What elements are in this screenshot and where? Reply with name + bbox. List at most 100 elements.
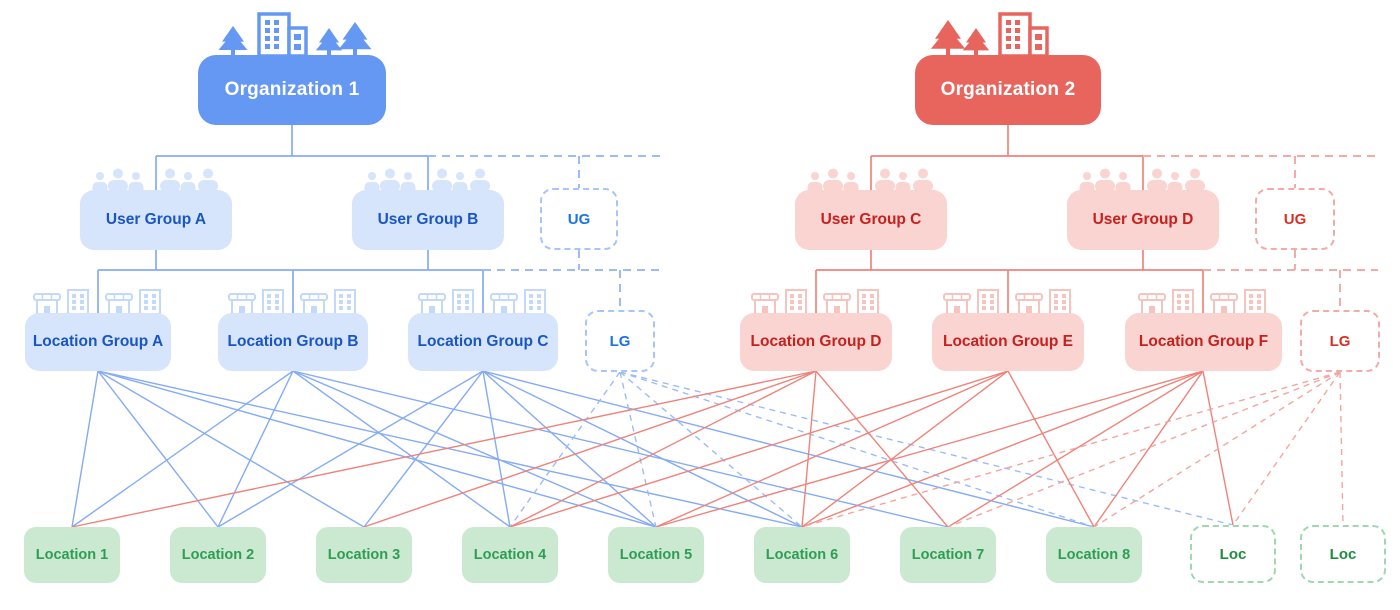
connector-line (71, 370, 817, 528)
connector-line (1339, 371, 1344, 526)
connector-line (292, 370, 657, 528)
connector-line (655, 370, 1009, 528)
organization-1-label: Organization 1 (224, 79, 360, 100)
location-placeholder-label: Loc (1219, 545, 1247, 563)
user-group-a-label: User Group A (105, 211, 207, 228)
storefront-icon (938, 289, 1078, 314)
user-group-d-box: User Group D (1067, 190, 1219, 250)
connector-line (217, 370, 484, 528)
location-7-label: Location 7 (911, 547, 985, 563)
location-7-box: Location 7 (900, 527, 996, 583)
connector-line (97, 370, 219, 528)
location-2-label: Location 2 (181, 547, 255, 563)
user-group-placeholder-label: UG (1283, 210, 1307, 228)
location-group-c-label: Location Group C (417, 333, 549, 350)
connector-line (1232, 371, 1341, 526)
location-group-f-label: Location Group F (1138, 333, 1269, 350)
connector-line (619, 371, 657, 528)
people-icon (1073, 167, 1213, 191)
connector-line (71, 370, 99, 528)
connector-line (292, 370, 511, 528)
location-group-b-box: Location Group B (218, 313, 368, 371)
connector-line (71, 370, 294, 528)
location-group-f-box: Location Group F (1125, 313, 1282, 371)
people-icon (801, 167, 941, 191)
people-icon (358, 167, 498, 191)
location-placeholder-2-box: Loc (1300, 525, 1386, 583)
user-group-a-box: User Group A (80, 190, 232, 250)
location-4-box: Location 4 (462, 527, 558, 583)
city-trees-icon (211, 12, 375, 56)
connector-line (801, 370, 817, 528)
connector-line (97, 370, 803, 528)
location-6-label: Location 6 (765, 547, 839, 563)
user-group-placeholder-red-box: UG (1255, 188, 1335, 250)
connector-line (97, 370, 657, 528)
location-6-box: Location 6 (754, 527, 850, 583)
connector-line (482, 370, 657, 528)
connector-line (363, 370, 817, 528)
organization-2-label: Organization 2 (940, 79, 1076, 100)
user-group-b-box: User Group B (352, 190, 504, 250)
connector-line (619, 371, 803, 528)
location-3-label: Location 3 (327, 547, 401, 563)
location-5-box: Location 5 (608, 527, 704, 583)
people-icon (86, 167, 226, 191)
location-group-placeholder-label: LG (1329, 332, 1351, 350)
location-group-a-label: Location Group A (32, 333, 164, 350)
organization-2-box: Organization 2 (915, 55, 1101, 125)
location-placeholder-1-box: Loc (1190, 525, 1276, 583)
connector-line (815, 370, 949, 528)
location-5-label: Location 5 (619, 547, 693, 563)
connector-line (1202, 370, 1234, 526)
connector-line (97, 370, 365, 528)
connector-line (655, 370, 1204, 528)
location-group-e-label: Location Group E (942, 333, 1074, 350)
user-group-placeholder-label: UG (567, 210, 591, 228)
user-group-b-label: User Group B (377, 211, 479, 228)
connector-line (217, 370, 294, 528)
connector-line (1093, 371, 1341, 528)
trees-city-icon (928, 12, 1092, 56)
location-group-b-label: Location Group B (227, 333, 359, 350)
storefront-icon (746, 289, 886, 314)
location-4-label: Location 4 (473, 547, 547, 563)
connector-line (509, 370, 1009, 528)
storefront-icon (413, 289, 553, 314)
connector-line (482, 370, 511, 528)
user-group-c-box: User Group C (795, 190, 947, 250)
connector-line (482, 370, 803, 528)
location-group-a-box: Location Group A (25, 313, 171, 371)
location-group-placeholder-red-box: LG (1300, 310, 1380, 372)
connector-line (482, 370, 1095, 528)
connector-line (801, 370, 1204, 528)
connector-line (363, 370, 484, 528)
user-group-d-label: User Group D (1092, 211, 1194, 228)
connector-line (509, 370, 817, 528)
connector-line (292, 370, 949, 528)
location-2-box: Location 2 (170, 527, 266, 583)
location-placeholder-label: Loc (1329, 545, 1357, 563)
connector-line (1007, 370, 1095, 528)
storefront-icon (223, 289, 363, 314)
connector-line (509, 371, 621, 528)
location-1-label: Location 1 (35, 547, 109, 563)
connector-line (619, 371, 1095, 528)
user-group-placeholder-blue-box: UG (540, 188, 618, 250)
storefront-icon (28, 289, 168, 314)
location-group-placeholder-label: LG (609, 332, 631, 350)
location-3-box: Location 3 (316, 527, 412, 583)
user-group-c-label: User Group C (820, 211, 922, 228)
connector-line (947, 370, 1204, 528)
location-8-label: Location 8 (1057, 547, 1131, 563)
location-1-box: Location 1 (24, 527, 120, 583)
connector-line (947, 371, 1341, 528)
location-group-d-box: Location Group D (740, 313, 892, 371)
connector-line (801, 371, 1341, 528)
location-group-placeholder-blue-box: LG (585, 310, 655, 372)
connector-line (1093, 370, 1204, 528)
location-group-d-label: Location Group D (750, 333, 882, 350)
location-8-box: Location 8 (1046, 527, 1142, 583)
